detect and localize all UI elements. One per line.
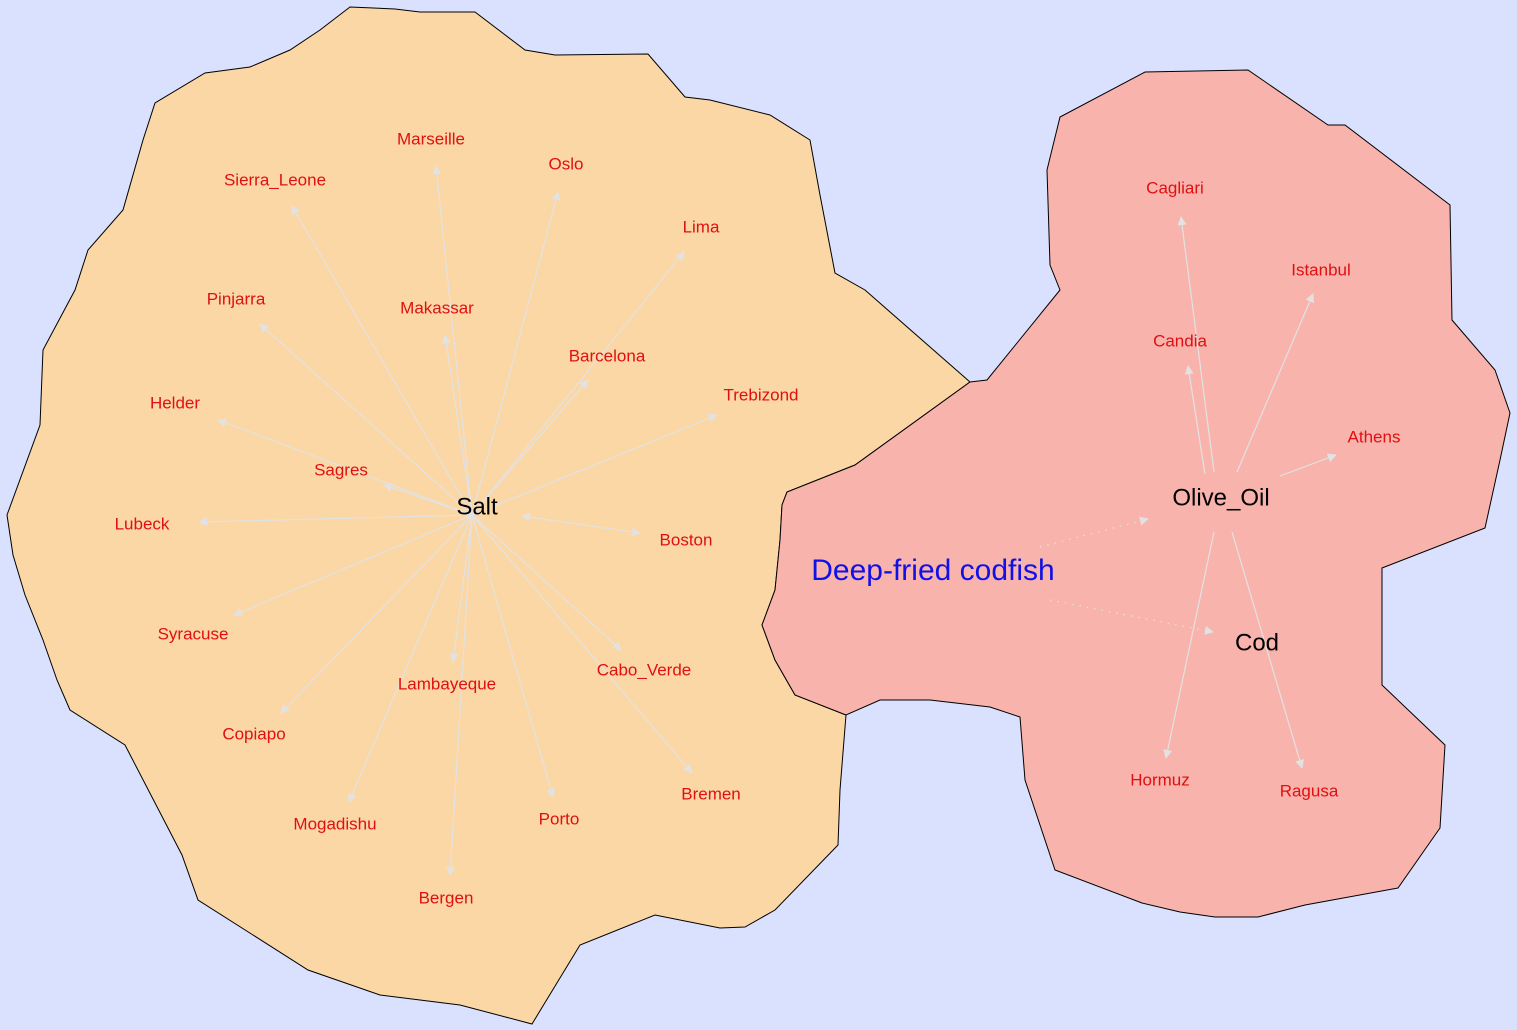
- edge-salt-copiapo: [280, 514, 473, 714]
- city-label-bergen: Bergen: [419, 888, 474, 907]
- hub-label-cod: Cod: [1235, 629, 1279, 656]
- city-label-helder: Helder: [150, 393, 200, 412]
- edge-salt-syracuse: [233, 514, 473, 617]
- city-label-boston: Boston: [660, 530, 713, 549]
- city-label-lima: Lima: [683, 217, 720, 236]
- edge-salt-mogadishu: [348, 514, 473, 803]
- edge-salt-lima: [471, 251, 685, 516]
- edge-salt-lambayeque: [449, 514, 473, 663]
- edge-salt-boston: [521, 512, 641, 537]
- city-label-pinjarra: Pinjarra: [207, 289, 266, 308]
- diagram-title: Deep-fried codfish: [811, 554, 1054, 587]
- edge-salt-barcelona: [471, 379, 589, 516]
- edge-olive-oil-cagliari: [1177, 216, 1215, 473]
- city-label-mogadishu: Mogadishu: [293, 814, 376, 833]
- edge-salt-pinjarra: [259, 323, 473, 516]
- edge-title-cod: [1049, 599, 1214, 635]
- city-label-copiapo: Copiapo: [222, 724, 285, 743]
- city-label-athens: Athens: [1348, 427, 1401, 446]
- edge-salt-makassar: [441, 334, 473, 516]
- edges: [198, 165, 1337, 876]
- city-label-cagliari: Cagliari: [1146, 178, 1204, 197]
- edge-olive-oil-hormuz: [1163, 531, 1215, 759]
- city-label-sierra-leone: Sierra_Leone: [224, 170, 326, 189]
- edge-salt-porto: [471, 514, 556, 798]
- edge-salt-cabo-verde: [471, 514, 622, 651]
- city-label-lubeck: Lubeck: [115, 514, 170, 533]
- edge-salt-lubeck: [198, 514, 473, 527]
- city-label-oslo: Oslo: [549, 154, 584, 173]
- edge-olive-oil-candia: [1184, 365, 1206, 475]
- edge-salt-oslo: [471, 191, 561, 516]
- edge-salt-sagres: [383, 483, 473, 516]
- city-label-istanbul: Istanbul: [1291, 260, 1351, 279]
- city-label-hormuz: Hormuz: [1130, 770, 1190, 789]
- edge-salt-helder: [217, 418, 473, 516]
- city-label-lambayeque: Lambayeque: [398, 674, 496, 693]
- edge-salt-bergen: [446, 514, 473, 876]
- city-label-syracuse: Syracuse: [158, 624, 229, 643]
- city-label-porto: Porto: [539, 809, 580, 828]
- city-label-ragusa: Ragusa: [1280, 781, 1339, 800]
- salt-region: [6, 6, 971, 1025]
- city-label-cabo-verde: Cabo_Verde: [597, 660, 692, 679]
- city-label-candia: Candia: [1153, 331, 1207, 350]
- city-label-makassar: Makassar: [400, 298, 474, 317]
- city-label-marseille: Marseille: [397, 129, 465, 148]
- edge-salt-bremen: [471, 514, 693, 774]
- city-label-bremen: Bremen: [681, 784, 741, 803]
- edge-olive-oil-istanbul: [1236, 293, 1314, 473]
- city-label-sagres: Sagres: [314, 460, 368, 479]
- city-label-barcelona: Barcelona: [569, 346, 646, 365]
- hub-label-olive-oil: Olive_Oil: [1172, 484, 1269, 511]
- edge-olive-oil-ragusa: [1231, 531, 1305, 769]
- edge-salt-marseille: [432, 165, 473, 516]
- olive-oil-region: [761, 69, 1511, 918]
- city-label-trebizond: Trebizond: [724, 385, 799, 404]
- edge-salt-trebizond: [471, 413, 718, 516]
- edge-salt-sierra-leone: [291, 205, 473, 516]
- hub-label-salt: Salt: [456, 493, 498, 520]
- edge-olive-oil-athens: [1279, 453, 1337, 477]
